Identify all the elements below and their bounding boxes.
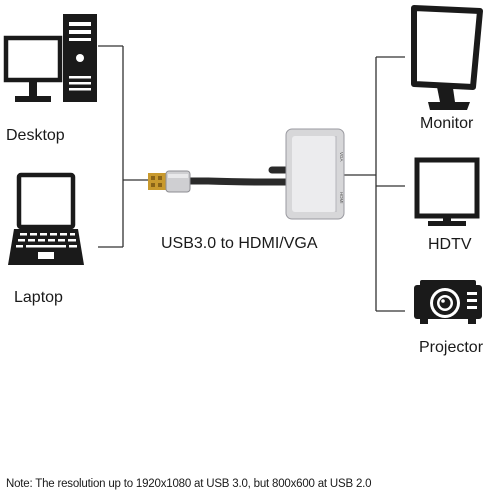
monitor-label: Monitor [420, 115, 474, 132]
hdtv-label: HDTV [428, 236, 472, 253]
adapter-port-label-vga: VGA [339, 152, 344, 162]
left-bracket-lines [98, 45, 148, 248]
adapter-port-label-hdmi: HDMI [339, 192, 344, 204]
projector-label: Projector [419, 339, 484, 356]
adapter-label: USB3.0 to HDMI/VGA [161, 235, 318, 252]
projector-icon [414, 280, 482, 324]
monitor-icon [411, 5, 483, 110]
usb-adapter-icon [148, 128, 345, 220]
right-bracket-lines [344, 56, 405, 312]
desktop-label: Desktop [6, 127, 65, 144]
footer-note: Note: The resolution up to 1920x1080 at … [6, 478, 372, 490]
desktop-computer-icon [3, 14, 97, 102]
laptop-icon [8, 172, 84, 265]
hdtv-icon [414, 157, 480, 226]
laptop-label: Laptop [14, 289, 63, 306]
